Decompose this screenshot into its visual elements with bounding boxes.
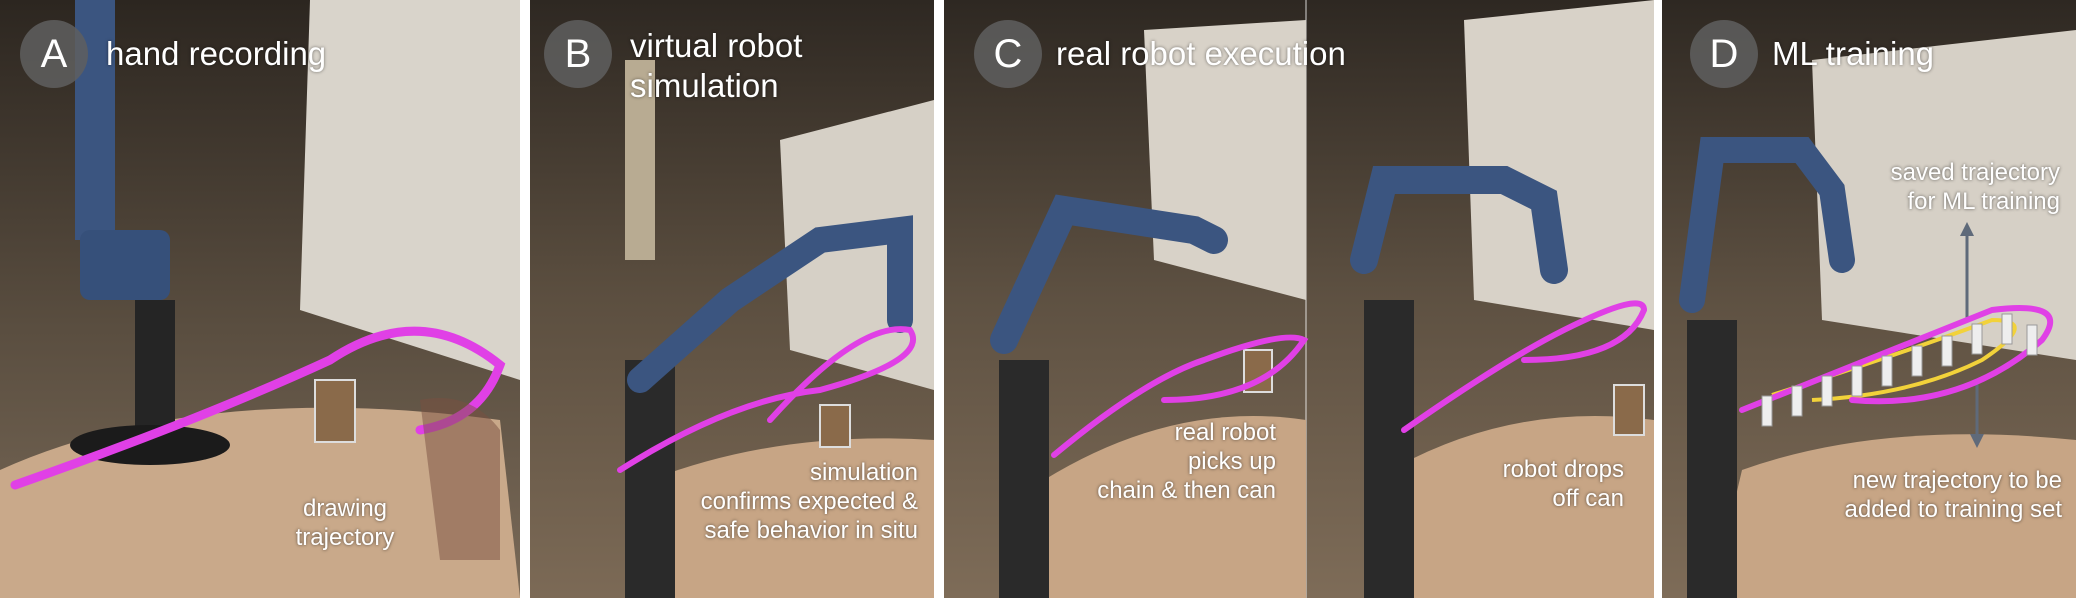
caption-drawing-trajectory: drawing trajectory [295, 495, 395, 551]
robot-joint [80, 230, 170, 300]
scene-real-robot [944, 0, 1654, 598]
robot-arm-right [1350, 166, 1568, 284]
panel-letter-badge: D [1690, 20, 1758, 88]
caption-robot-drops: robot drops off can [1502, 456, 1624, 512]
panel-title: real robot execution [1056, 35, 1346, 72]
virtual-robot-arm [627, 215, 913, 393]
panel-real-robot-execution: C real robot execution real robot picks … [944, 0, 1654, 598]
trajectory-line [617, 326, 917, 473]
trajectory-line-left [1051, 334, 1309, 458]
table-right [1364, 416, 1654, 598]
panel-title: ML training [1772, 35, 1935, 72]
scene-hand-recording [0, 0, 520, 598]
caption-real-robot-picks: real robot picks up chain & then can [1097, 419, 1276, 504]
can [819, 404, 851, 448]
caption-saved-trajectory: saved trajectory for ML training [1890, 159, 2060, 215]
caption-new-trajectory: new trajectory to be added to training s… [1844, 467, 2063, 523]
robot-arm-left [990, 194, 1228, 354]
table [640, 438, 934, 598]
panel-letter-badge: C [974, 20, 1042, 88]
panel-title: hand recording [106, 35, 327, 72]
robot-base [135, 300, 175, 440]
panel-virtual-robot-simulation: B virtual robot simulation simulation co… [530, 0, 934, 598]
trajectory-line [10, 326, 506, 490]
robot-base-left [999, 360, 1049, 598]
robot-arm [625, 60, 655, 260]
hand [420, 398, 500, 560]
panel-letter-badge: A [20, 20, 88, 88]
saved-trajectory-line [1771, 317, 2017, 402]
whiteboard-right [1464, 0, 1654, 330]
robot-base-right [1364, 300, 1414, 598]
scene-virtual-robot [530, 0, 934, 598]
can [314, 379, 356, 443]
panel-hand-recording: A hand recording drawing trajectory [0, 0, 520, 598]
caption-simulation: simulation confirms expected & safe beha… [700, 459, 918, 544]
new-trajectory-line [1739, 305, 2054, 413]
table [1712, 434, 2076, 598]
trajectory-line-right [1401, 300, 1648, 433]
panel-letter-badge: B [544, 20, 612, 88]
whiteboard [300, 0, 520, 380]
robot-arm [1679, 137, 1855, 313]
whiteboard [1812, 30, 2076, 360]
panel-ml-training: D ML training saved trajectory for ML tr… [1662, 0, 2076, 598]
can-right [1613, 384, 1645, 436]
robot-base [625, 360, 675, 598]
robot-base [1687, 320, 1737, 598]
panel-title: virtual robot simulation [630, 27, 803, 104]
scene-ml-training [1662, 0, 2076, 598]
table-left [1024, 416, 1306, 598]
gripper-markers [1761, 313, 2038, 427]
